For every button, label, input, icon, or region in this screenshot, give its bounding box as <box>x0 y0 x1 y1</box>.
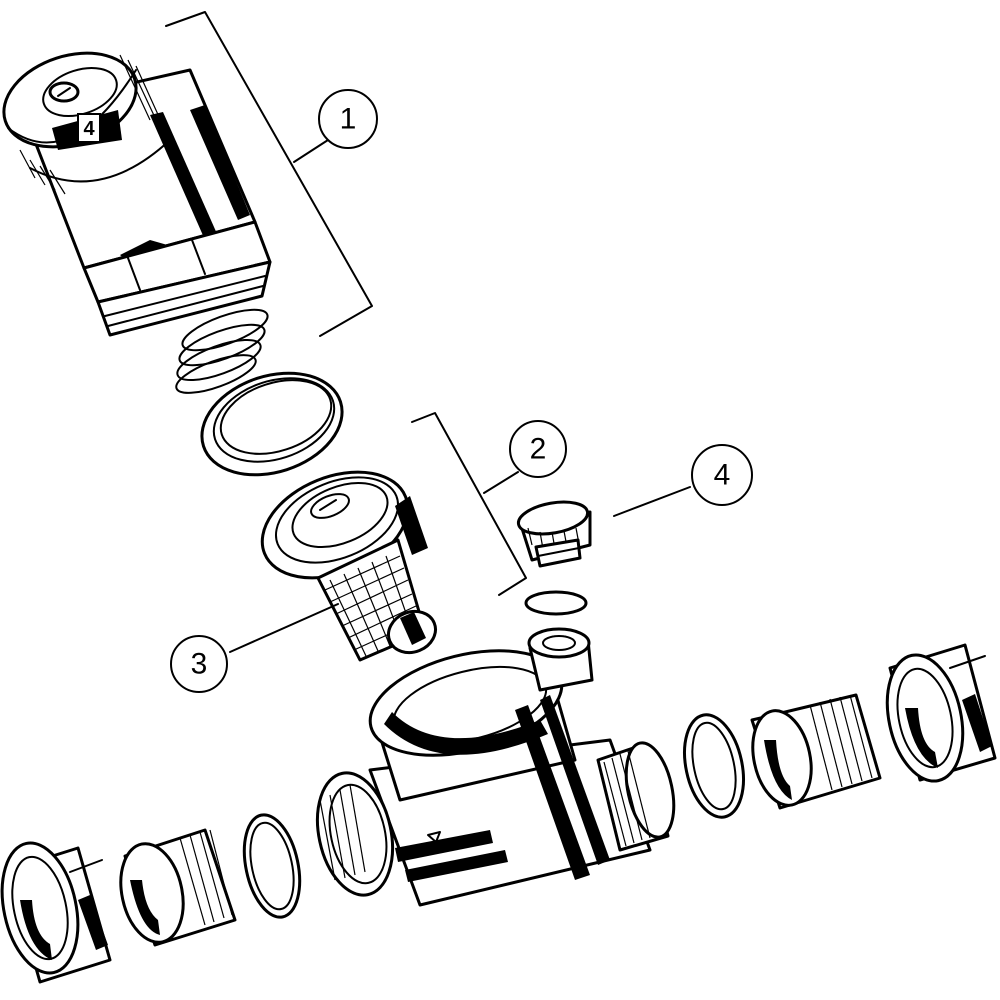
callout-2-label: 2 <box>530 433 547 466</box>
knob-setting-number: 4 <box>83 118 95 140</box>
right-threaded-tailpiece-icon <box>750 693 882 810</box>
leader-line-3 <box>229 603 339 653</box>
callout-2: 2 <box>509 420 567 478</box>
callout-4-label: 4 <box>714 459 731 492</box>
right-o-ring-icon <box>683 713 745 819</box>
small-o-ring-icon <box>524 590 588 616</box>
left-o-ring-icon <box>242 813 302 919</box>
left-threaded-tailpiece-icon <box>119 828 237 947</box>
callout-4: 4 <box>691 444 753 506</box>
bracket-part-2 <box>411 412 527 596</box>
bracket-part-1 <box>165 11 373 337</box>
left-union-nut-icon <box>0 841 112 984</box>
leader-line-4 <box>613 486 691 517</box>
knob-assembly: 4 <box>2 51 272 394</box>
vent-cap-icon <box>516 500 592 568</box>
right-union-nut-icon <box>885 643 997 783</box>
callout-3-label: 3 <box>191 648 208 681</box>
leader-line-2 <box>483 471 519 494</box>
filter-cartridge-icon <box>260 470 437 662</box>
o-ring-icon <box>200 371 344 477</box>
callout-1: 1 <box>318 89 378 149</box>
valve-body-icon <box>316 627 676 907</box>
setting-window <box>77 113 101 143</box>
callout-1-label: 1 <box>340 103 357 136</box>
spring-icon <box>175 308 269 394</box>
leader-line-1 <box>293 139 329 163</box>
callout-3: 3 <box>170 635 228 693</box>
